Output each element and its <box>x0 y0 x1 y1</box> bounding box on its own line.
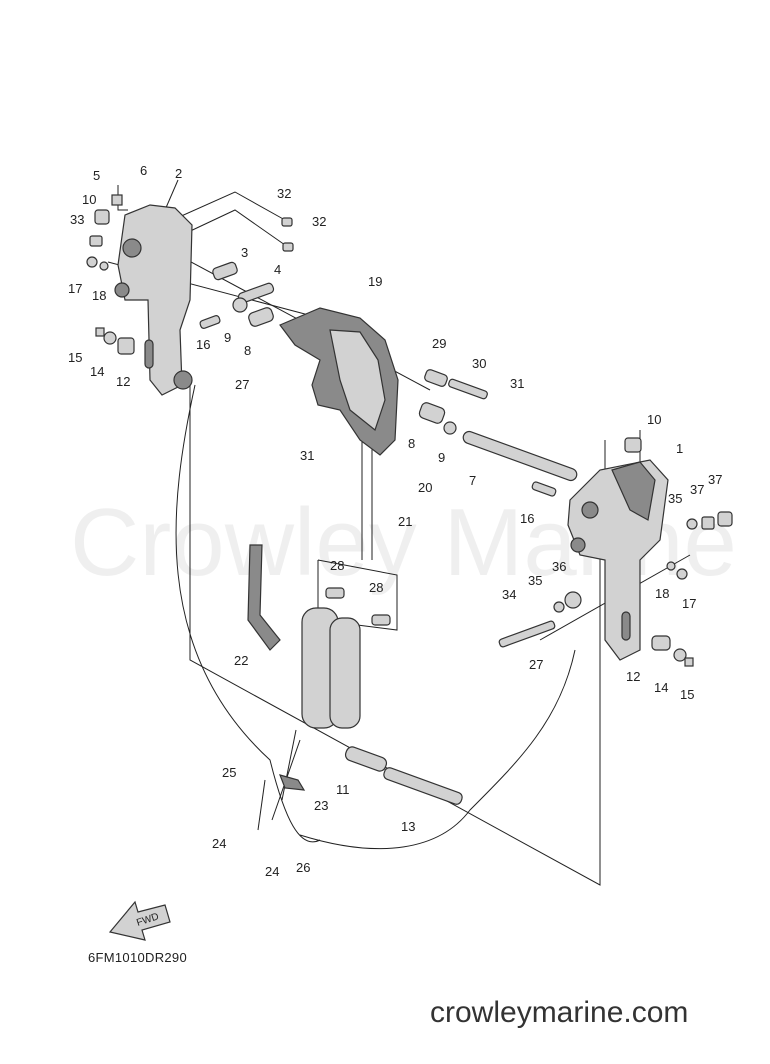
callout-34: 34 <box>502 587 516 602</box>
callout-8: 8 <box>408 436 415 451</box>
callout-25: 25 <box>222 765 236 780</box>
callout-27: 27 <box>235 377 249 392</box>
callout-37: 37 <box>708 472 722 487</box>
callout-31: 31 <box>300 448 314 463</box>
callout-12: 12 <box>626 669 640 684</box>
diagram-code: 6FM1010DR290 <box>88 950 187 965</box>
callout-9: 9 <box>224 330 231 345</box>
callout-31: 31 <box>510 376 524 391</box>
callout-19: 19 <box>368 274 382 289</box>
callout-32: 32 <box>312 214 326 229</box>
callout-5: 5 <box>93 168 100 183</box>
callout-14: 14 <box>90 364 104 379</box>
callout-2: 2 <box>175 166 182 181</box>
callout-labels: 5 6 2 10 33 17 18 32 32 3 4 19 9 8 16 15… <box>68 163 722 879</box>
callout-26: 26 <box>296 860 310 875</box>
callout-16: 16 <box>520 511 534 526</box>
callout-15: 15 <box>68 350 82 365</box>
callout-36: 36 <box>552 559 566 574</box>
callout-7: 7 <box>469 473 476 488</box>
right-bracket <box>567 459 669 661</box>
callout-30: 30 <box>472 356 486 371</box>
callout-28: 28 <box>369 580 383 595</box>
callout-16: 16 <box>196 337 210 352</box>
callout-33: 33 <box>70 212 84 227</box>
callout-28: 28 <box>330 558 344 573</box>
callout-37: 37 <box>690 482 704 497</box>
callout-13: 13 <box>401 819 415 834</box>
hose <box>247 544 281 651</box>
right-hardware <box>498 437 733 667</box>
callout-24: 24 <box>265 864 279 879</box>
callout-18: 18 <box>92 288 106 303</box>
callout-29: 29 <box>432 336 446 351</box>
lower-shafts <box>344 746 463 805</box>
callout-35: 35 <box>668 491 682 506</box>
callout-23: 23 <box>314 798 328 813</box>
website-label: crowleymarine.com <box>430 996 689 1029</box>
callout-10: 10 <box>647 412 661 427</box>
center-hardware <box>325 369 578 626</box>
callout-8: 8 <box>244 343 251 358</box>
callout-35: 35 <box>528 573 542 588</box>
callout-4: 4 <box>274 262 281 277</box>
callout-17: 17 <box>68 281 82 296</box>
callout-17: 17 <box>682 596 696 611</box>
callout-11: 11 <box>336 782 350 797</box>
swivel-bracket <box>279 307 399 456</box>
left-hardware <box>86 194 294 355</box>
fwd-arrow-icon: FWD <box>108 900 171 941</box>
callout-6: 6 <box>140 163 147 178</box>
callout-22: 22 <box>234 653 248 668</box>
callout-20: 20 <box>418 480 432 495</box>
callout-10: 10 <box>82 192 96 207</box>
callout-3: 3 <box>241 245 248 260</box>
callout-32: 32 <box>277 186 291 201</box>
callout-15: 15 <box>680 687 694 702</box>
callout-24: 24 <box>212 836 226 851</box>
callout-12: 12 <box>116 374 130 389</box>
callout-9: 9 <box>438 450 445 465</box>
left-bracket <box>114 204 193 396</box>
callout-14: 14 <box>654 680 668 695</box>
callout-18: 18 <box>655 586 669 601</box>
callout-1: 1 <box>676 441 683 456</box>
callout-21: 21 <box>398 514 412 529</box>
callout-27: 27 <box>529 657 543 672</box>
tilt-cylinder <box>279 607 361 801</box>
